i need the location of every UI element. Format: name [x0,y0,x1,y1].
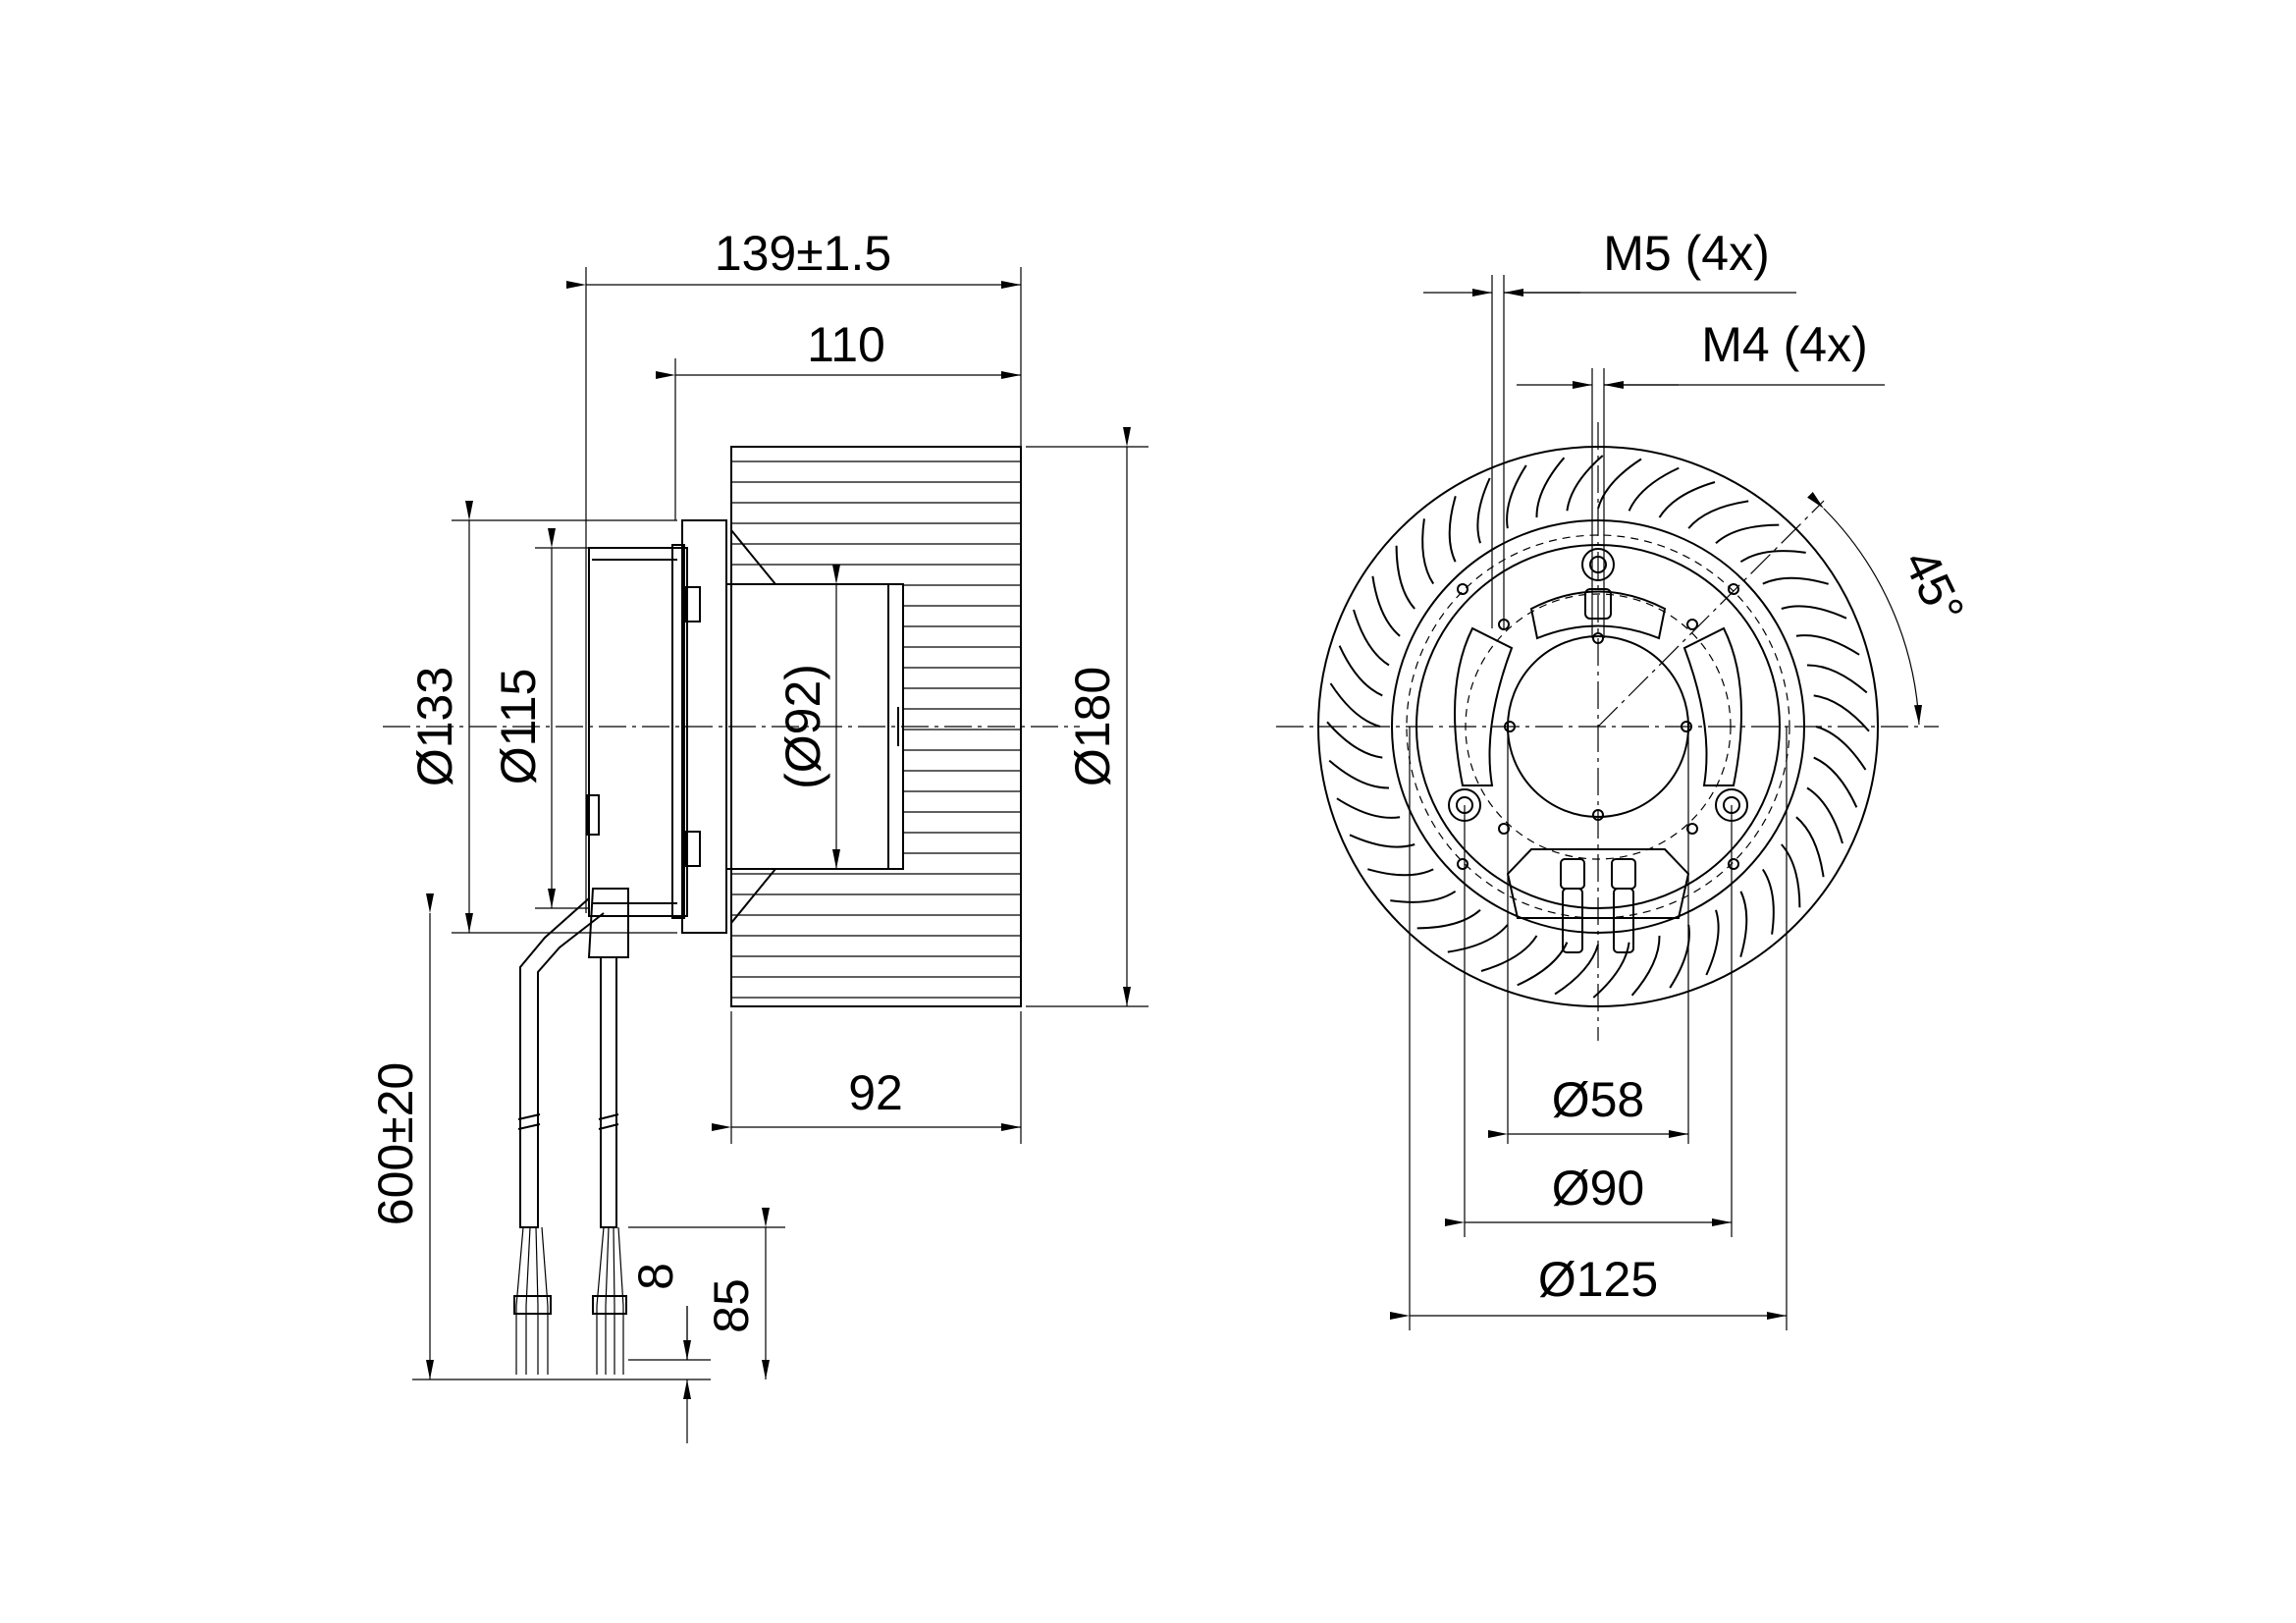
dim-overall-length: 139±1.5 [715,226,891,281]
bolt-circle-90 [1465,593,1732,860]
base-opening-left [1454,626,1514,786]
base-opening-top [1529,590,1667,640]
side-view: 139±1.5 110 92 Ø133 Ø115 (Ø92) Ø180 600±… [368,226,1148,1443]
dim-wheel-to-flange: 110 [807,317,885,372]
impeller-body [725,446,1022,1007]
dim-thread-m5: M5 (4x) [1603,226,1769,281]
dim-wheel-dia: Ø180 [1065,667,1120,786]
front-extension-lines [1409,275,1788,1330]
cable-assembly [513,888,629,1375]
dim-rotor-dia: (Ø92) [775,664,830,789]
front-view: M5 (4x) M4 (4x) 45° Ø58 Ø90 Ø125 [1276,226,1975,1330]
angle-arc [1807,491,1923,726]
dim-strip-length: 8 [628,1263,683,1290]
dim-sheath-strip: 85 [704,1278,759,1333]
dim-bolt-circle-125: Ø125 [1538,1252,1658,1307]
side-extension-lines [412,267,1148,1380]
threaded-holes [1457,583,1739,870]
front-dimension-lines [1390,289,1885,1320]
dim-flange-dia: Ø133 [407,667,462,786]
dim-angle: 45° [1894,541,1975,632]
dim-bolt-circle-90: Ø90 [1552,1161,1645,1216]
dim-cable-length: 600±20 [368,1062,423,1225]
dim-hub-dia: Ø58 [1552,1072,1645,1127]
impeller-outer-ring [1317,446,1879,1007]
base-plate [1415,544,1781,909]
impeller-inner-ring [1391,519,1805,934]
angle-reference-line [1597,500,1825,728]
dim-wheel-width: 92 [848,1065,903,1120]
impeller-blades [731,460,1021,999]
bolt-circle-125 [1406,534,1790,919]
base-opening-right [1682,626,1742,786]
dim-housing-dia: Ø115 [491,669,546,785]
side-dimension-lines [426,281,1131,1443]
motor-flange [586,519,727,934]
dim-thread-m4: M4 (4x) [1701,317,1867,372]
